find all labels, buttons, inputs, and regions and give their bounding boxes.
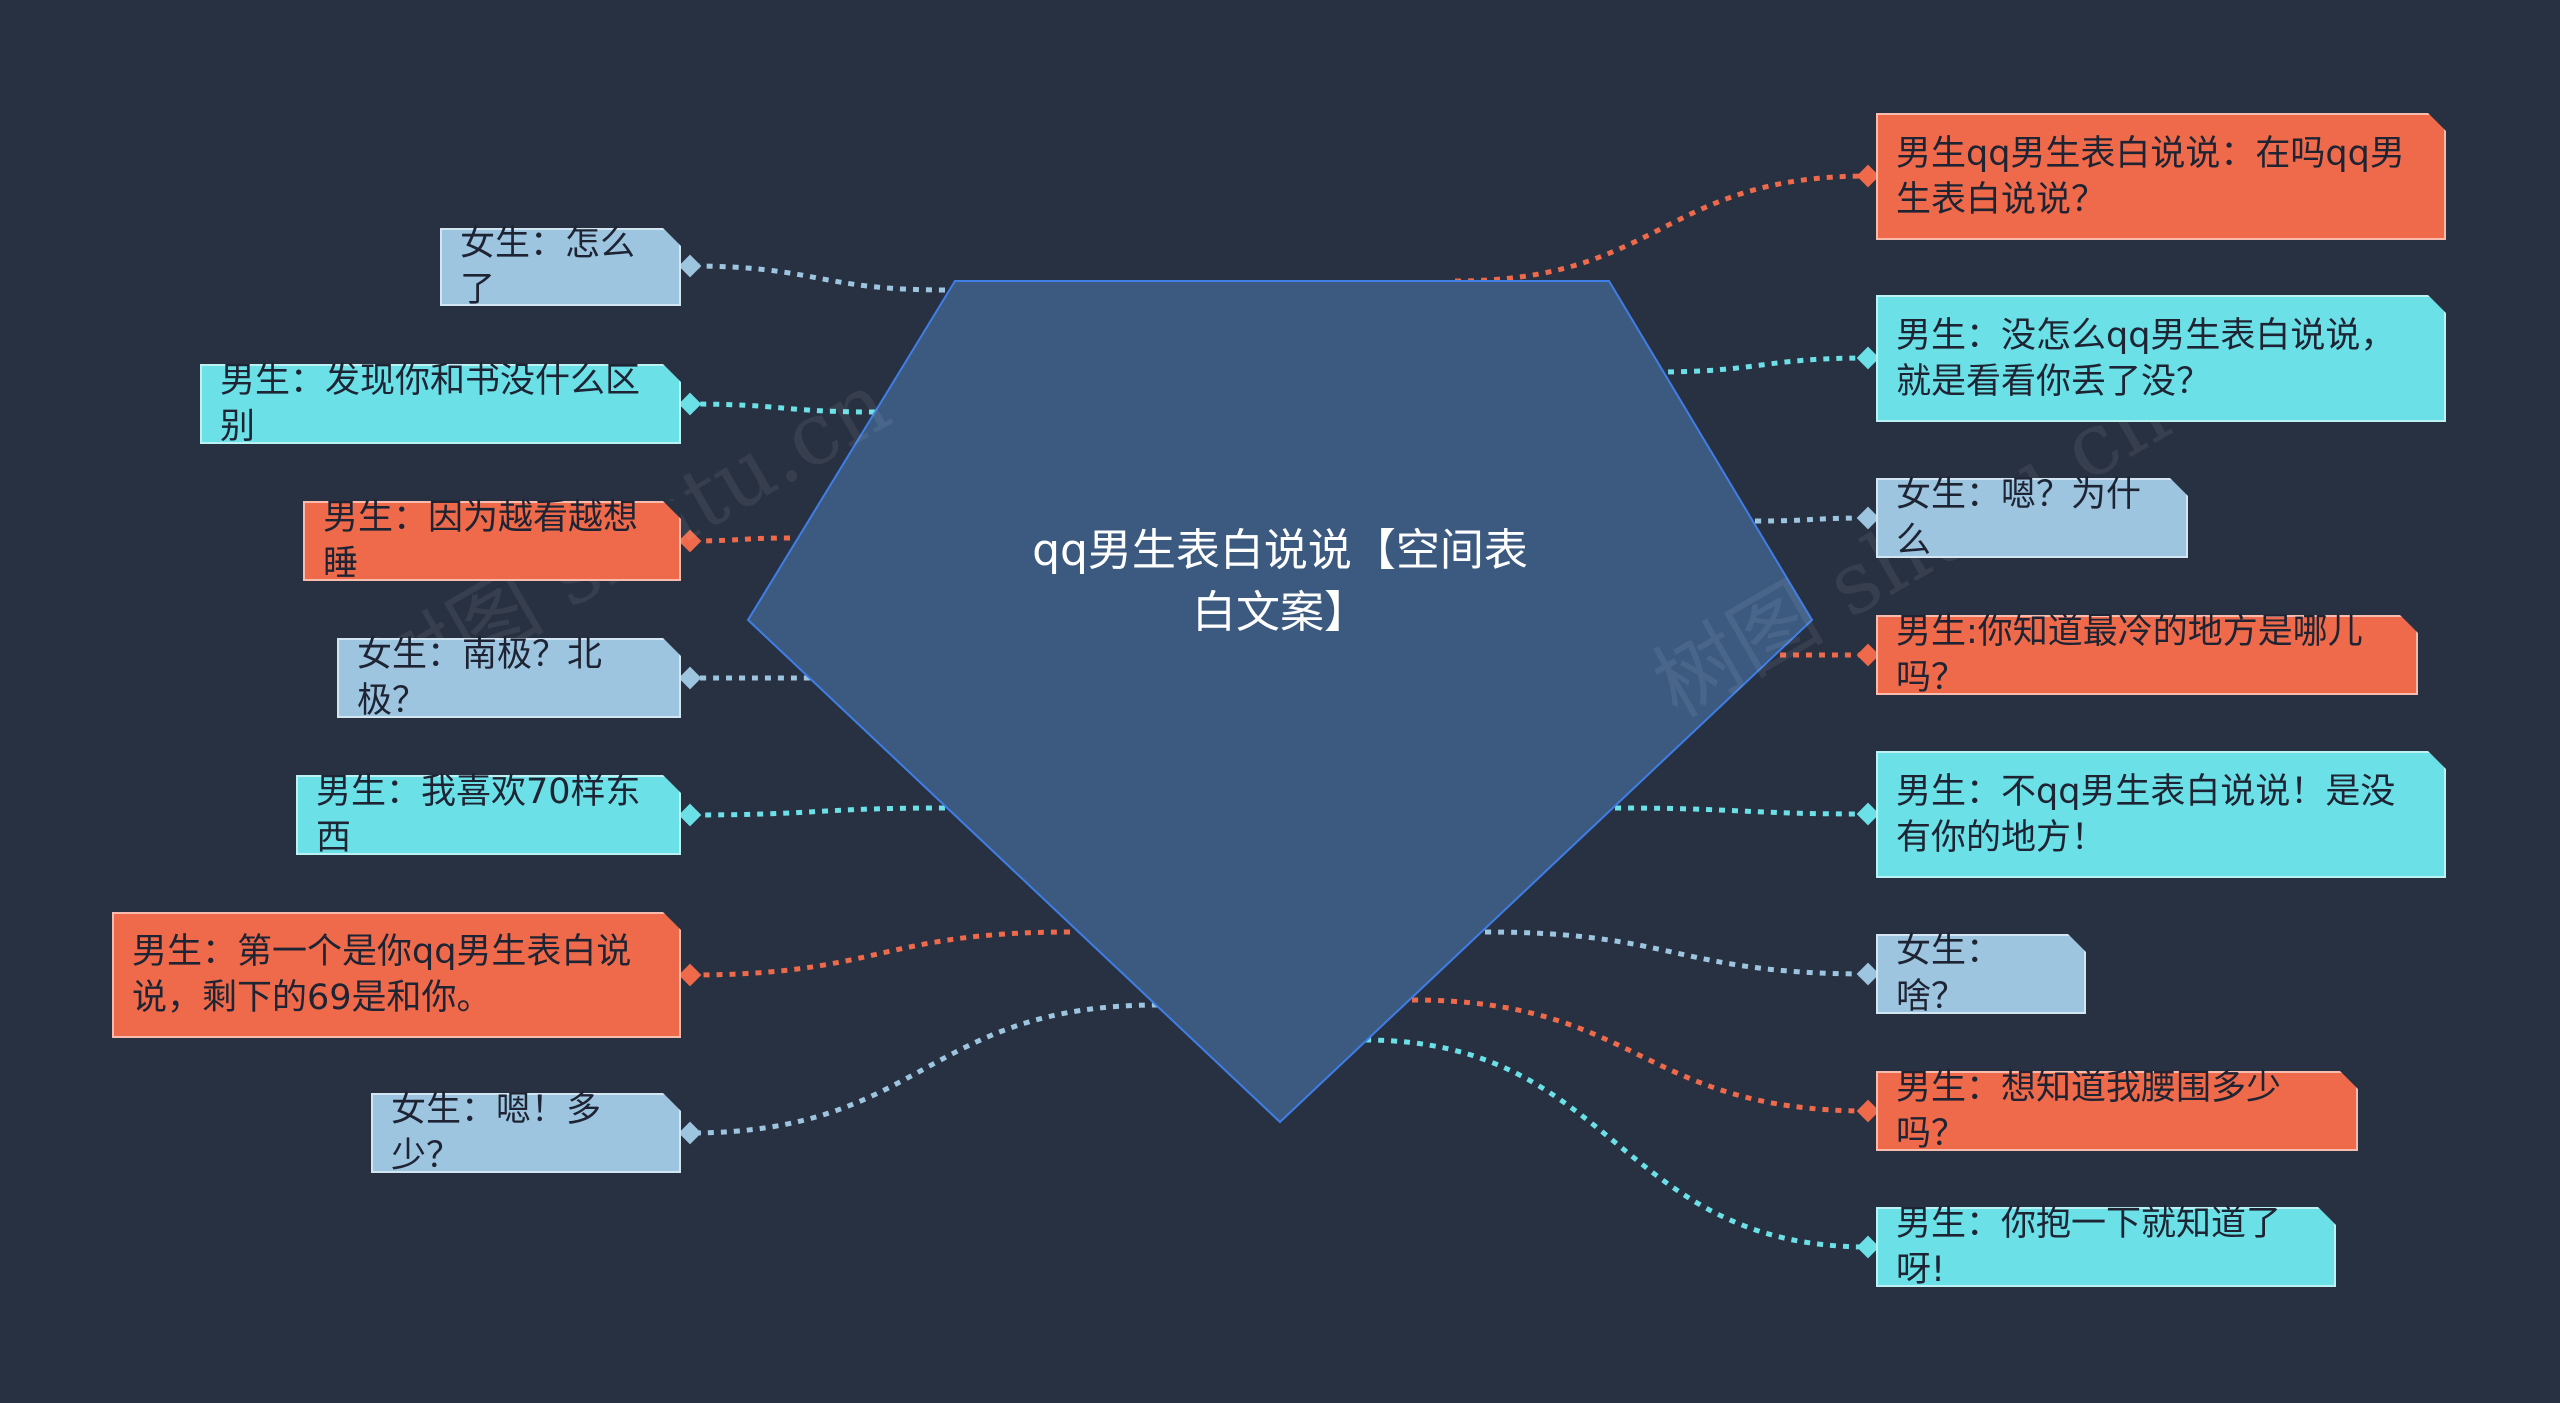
- left-node-5-anchor-diamond: [678, 803, 702, 827]
- left-node-6[interactable]: 男生：第一个是你qq男生表白说说，剩下的69是和你。: [112, 912, 681, 1038]
- right-node-1[interactable]: 男生qq男生表白说说：在吗qq男生表白说说？: [1876, 113, 2446, 240]
- right-node-1-line: [1454, 173, 1869, 284]
- right-node-3[interactable]: 女生：嗯？为什么: [1876, 475, 2188, 561]
- right-node-6[interactable]: 女生：啥？: [1876, 931, 2086, 1017]
- left-node-3-text: 男生：因为越看越想睡: [323, 498, 639, 584]
- right-node-6-anchor-diamond: [1856, 962, 1880, 986]
- left-node-4-text: 女生：南极？北极？: [357, 635, 603, 721]
- left-node-4[interactable]: 女生：南极？北极？: [337, 635, 681, 721]
- left-node-7-anchor-diamond: [678, 1121, 702, 1145]
- left-node-1-anchor-diamond: [678, 254, 702, 278]
- left-node-2[interactable]: 男生：发现你和书没什么区别: [200, 361, 681, 447]
- left-node-6-line: [689, 929, 1071, 978]
- right-node-7-line: [1411, 997, 1869, 1114]
- right-node-5[interactable]: 男生：不qq男生表白说说！是没有你的地方！: [1876, 751, 2446, 878]
- left-node-1-text: 女生：怎么了: [460, 224, 636, 310]
- left-node-2-anchor-diamond: [678, 392, 702, 416]
- right-node-2-anchor-diamond: [1856, 346, 1880, 370]
- right-node-8-text: 男生：你抱一下就知道了呀!: [1896, 1204, 2282, 1290]
- right-node-6-text: 女生：啥？: [1896, 931, 2002, 1017]
- right-node-3-text: 女生：嗯？为什么: [1896, 475, 2142, 561]
- central-topic-line-2: 白文案】: [1192, 587, 1368, 638]
- central-topic-line-1: qq男生表白说说【空间表: [1032, 525, 1528, 576]
- right-node-7[interactable]: 男生：想知道我腰围多少吗？: [1876, 1068, 2358, 1154]
- right-node-5-text: 男生：不qq男生表白说说！是没有你的地方！: [1896, 771, 2396, 858]
- right-node-2[interactable]: 男生：没怎么qq男生表白说说，就是看看你丢了没？: [1876, 295, 2446, 422]
- right-node-2-line: [1654, 355, 1869, 375]
- right-node-7-text: 男生：想知道我腰围多少吗？: [1896, 1068, 2282, 1154]
- left-node-5-line: [689, 805, 946, 818]
- left-node-5-text: 男生：我喜欢70样东西: [316, 772, 641, 858]
- right-node-1-text: 男生qq男生表白说说：在吗qq男生表白说说？: [1896, 133, 2405, 220]
- left-node-7-text: 女生：嗯！多少？: [391, 1090, 602, 1176]
- left-node-2-text: 男生：发现你和书没什么区别: [220, 361, 641, 447]
- right-node-3-anchor-diamond: [1856, 506, 1880, 530]
- left-node-6-anchor-diamond: [678, 963, 702, 987]
- left-node-7-line: [689, 1002, 1159, 1136]
- left-node-4-anchor-diamond: [678, 666, 702, 690]
- central-topic-title[interactable]: qq男生表白说说【空间表 白文案】: [990, 520, 1570, 644]
- right-node-5-line: [1614, 805, 1869, 817]
- connector-lines: [678, 164, 1880, 1259]
- central-topic-shape[interactable]: [746, 280, 1814, 1124]
- right-node-4-anchor-diamond: [1856, 643, 1880, 667]
- left-node-7[interactable]: 女生：嗯！多少？: [371, 1090, 681, 1176]
- left-node-1[interactable]: 女生：怎么了: [440, 224, 681, 310]
- left-node-3-anchor-diamond: [678, 529, 702, 553]
- left-node-2-line: [689, 401, 876, 415]
- right-node-4[interactable]: 男生:你知道最冷的地方是哪儿吗？: [1876, 612, 2418, 698]
- right-node-2-text: 男生：没怎么qq男生表白说说，就是看看你丢了没？: [1896, 315, 2396, 402]
- left-node-3[interactable]: 男生：因为越看越想睡: [303, 498, 681, 584]
- right-node-8[interactable]: 男生：你抱一下就知道了呀!: [1876, 1204, 2336, 1290]
- right-node-8-line: [1364, 1037, 1869, 1250]
- right-node-6-line: [1484, 929, 1869, 977]
- right-node-4-text: 男生:你知道最冷的地方是哪儿吗？: [1896, 612, 2363, 698]
- right-node-8-anchor-diamond: [1856, 1235, 1880, 1259]
- left-node-1-line: [689, 263, 946, 293]
- right-node-3-line: [1754, 515, 1869, 524]
- right-node-5-anchor-diamond: [1856, 802, 1880, 826]
- left-node-5[interactable]: 男生：我喜欢70样东西: [296, 772, 681, 858]
- left-node-6-text: 男生：第一个是你qq男生表白说说，剩下的69是和你。: [132, 932, 632, 1018]
- left-node-3-line: [689, 535, 791, 544]
- right-node-7-anchor-diamond: [1856, 1099, 1880, 1123]
